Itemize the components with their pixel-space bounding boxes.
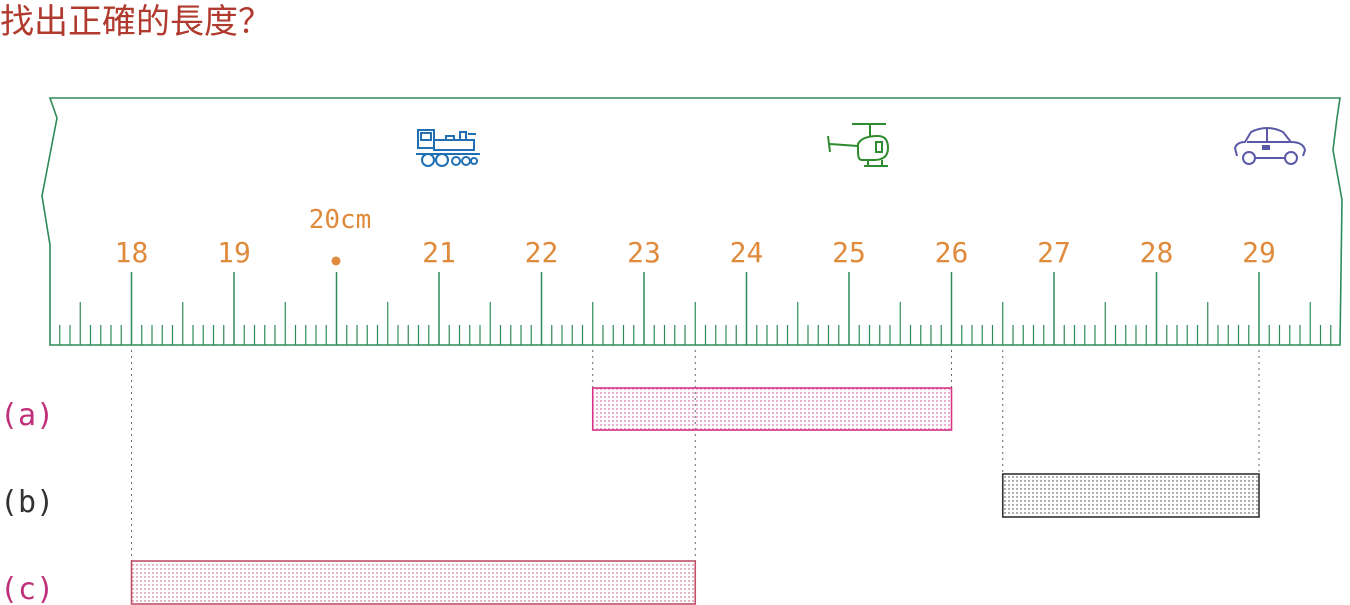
dotted-guide-lines	[131, 350, 1260, 561]
bar-c	[130, 560, 697, 605]
bar-label-c: (c)	[0, 572, 54, 605]
bar-label-a: (a)	[0, 398, 54, 433]
question-title: 找出正確的長度？	[0, 2, 272, 42]
ruler-unit-label: 20cm	[309, 205, 372, 235]
ruler-number-labels: 18 19 21 22 23 24 25 26 27 28 29	[115, 236, 1276, 269]
ruler-number-18: 18	[115, 236, 149, 269]
twenty-cm-dot	[331, 256, 341, 266]
ruler-number-19: 19	[217, 236, 251, 269]
ruler-number-21: 21	[422, 236, 456, 269]
bar-labels: (a) (b) (c)	[0, 398, 54, 605]
measurement-bars	[130, 387, 1260, 605]
train-icon	[416, 129, 480, 167]
ruler-body	[41, 97, 1343, 346]
ruler-ticks	[59, 272, 1332, 345]
bar-a	[591, 387, 953, 431]
bar-label-b: (b)	[0, 485, 54, 520]
helicopter-icon	[827, 123, 890, 167]
car-icon	[1233, 127, 1307, 165]
ruler-number-27: 27	[1037, 236, 1071, 269]
ruler-number-23: 23	[627, 236, 661, 269]
ruler-number-26: 26	[935, 236, 969, 269]
ruler-number-24: 24	[730, 236, 764, 269]
bar-b	[1001, 473, 1260, 518]
ruler-number-25: 25	[832, 236, 866, 269]
ruler-number-28: 28	[1140, 236, 1174, 269]
ruler-number-29: 29	[1242, 236, 1276, 269]
ruler-number-22: 22	[525, 236, 559, 269]
